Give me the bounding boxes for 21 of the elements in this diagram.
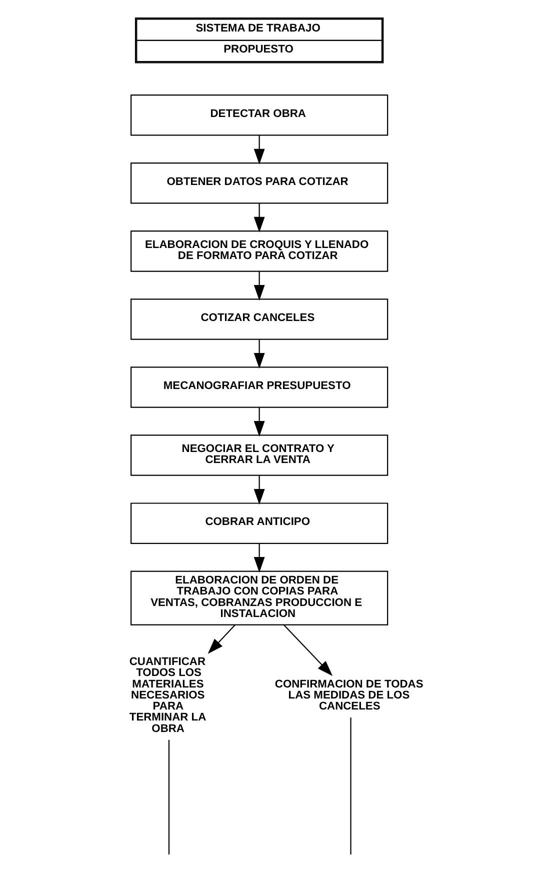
connector [350, 718, 352, 854]
node-box: COTIZAR CANCELES [130, 298, 388, 340]
arrow [254, 407, 265, 437]
arrow [254, 135, 265, 164]
node-text: CONFIRMACION DE TODAS LAS MEDIDAS DE LOS CANCELES [274, 678, 424, 713]
node-box: ELABORACION DE ORDEN DE TRABAJO CON COPIAS PARA VENTAS, COBRANZAS PRODUCCION E INSTALACION [130, 570, 388, 626]
arrow [254, 339, 265, 369]
arrow [283, 624, 333, 676]
node-box: OBTENER DATOS PARA COTIZAR [130, 162, 388, 204]
node-box: COBRAR ANTICIPO [130, 502, 388, 544]
node-box: NEGOCIAR EL CONTRATO Y CERRAR LA VENTA [130, 434, 388, 476]
arrow [254, 203, 265, 233]
node-box: DETECTAR OBRA [130, 94, 388, 136]
node-box: MECANOGRAFIAR PRESUPUESTO [130, 366, 388, 408]
arrow [254, 544, 265, 573]
node-box: ELABORACION DE CROQUIS Y LLENADO DE FORMATO PARA COTIZAR [130, 230, 388, 272]
arrow [254, 271, 265, 301]
connector [168, 740, 170, 855]
arrow [208, 624, 236, 654]
node-text: CUANTIFICAR TODOS LOS MATERIALES NECESARIOS PARA TERMINAR LA OBRA [129, 656, 206, 735]
arrow [254, 475, 265, 505]
